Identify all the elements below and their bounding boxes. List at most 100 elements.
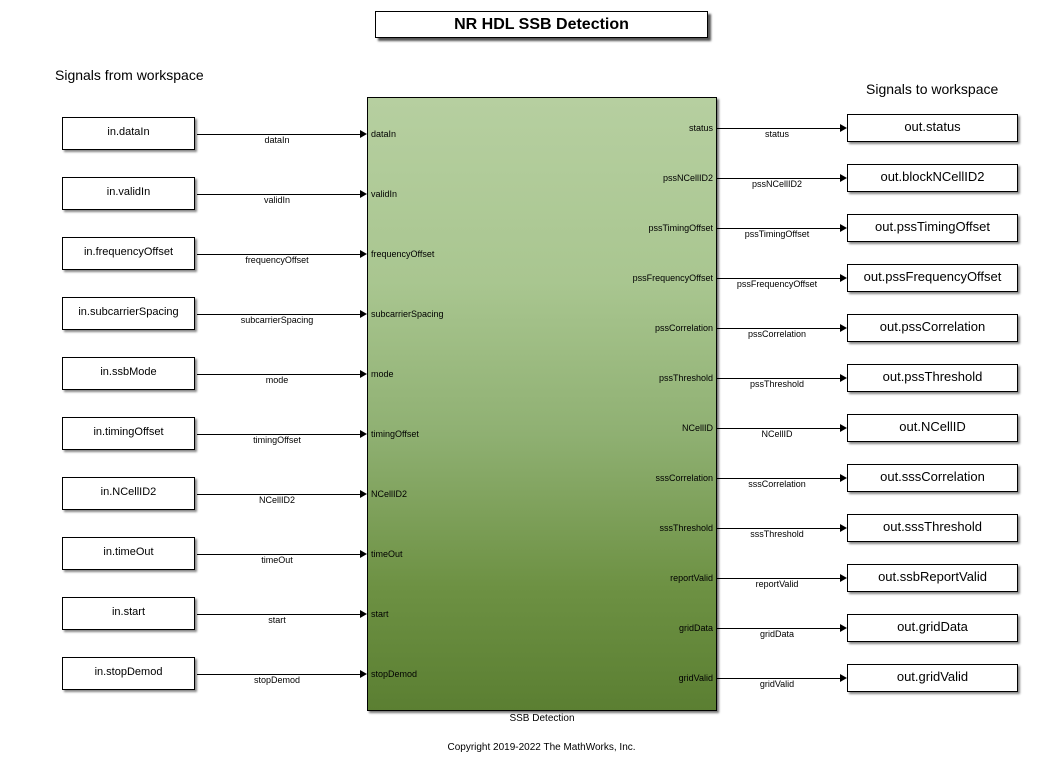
signal-label: pssTimingOffset — [744, 229, 810, 239]
output-port-label: sssCorrelation — [655, 473, 713, 483]
to-workspace-block[interactable]: out.sssCorrelation — [847, 464, 1018, 492]
arrowhead-icon — [840, 124, 847, 132]
from-workspace-block[interactable]: in.subcarrierSpacing — [62, 297, 195, 330]
arrowhead-icon — [840, 374, 847, 382]
output-port-label: sssThreshold — [659, 523, 713, 533]
to-workspace-block[interactable]: out.pssTimingOffset — [847, 214, 1018, 242]
from-workspace-block[interactable]: in.validIn — [62, 177, 195, 210]
arrowhead-icon — [840, 674, 847, 682]
signal-line[interactable] — [197, 434, 361, 435]
signal-line[interactable] — [717, 328, 841, 329]
output-port-label: pssTimingOffset — [648, 223, 713, 233]
signal-label: timingOffset — [253, 435, 301, 445]
from-workspace-block[interactable]: in.dataIn — [62, 117, 195, 150]
to-workspace-block[interactable]: out.sssThreshold — [847, 514, 1018, 542]
arrowhead-icon — [840, 324, 847, 332]
signal-line[interactable] — [717, 228, 841, 229]
signal-line[interactable] — [197, 674, 361, 675]
arrowhead-icon — [360, 490, 367, 498]
arrowhead-icon — [360, 430, 367, 438]
signal-line[interactable] — [717, 578, 841, 579]
signal-label: NCellID2 — [258, 495, 296, 505]
arrowhead-icon — [360, 250, 367, 258]
signal-label: sssCorrelation — [748, 479, 806, 489]
signal-line[interactable] — [717, 278, 841, 279]
input-port-label: timeOut — [371, 549, 403, 559]
signal-line[interactable] — [717, 678, 841, 679]
to-workspace-block[interactable]: out.blockNCellID2 — [847, 164, 1018, 192]
signal-label: validIn — [263, 195, 291, 205]
arrowhead-icon — [360, 130, 367, 138]
to-workspace-block[interactable]: out.ssbReportValid — [847, 564, 1018, 592]
signal-label: reportValid — [755, 579, 799, 589]
signal-line[interactable] — [717, 528, 841, 529]
input-port-label: validIn — [371, 189, 398, 199]
signal-label: pssFrequencyOffset — [736, 279, 818, 289]
input-port-label: subcarrierSpacing — [371, 309, 444, 319]
signal-label: pssCorrelation — [747, 329, 807, 339]
from-workspace-block[interactable]: in.start — [62, 597, 195, 630]
output-port-label: pssThreshold — [658, 373, 713, 383]
signal-label: start — [268, 615, 286, 625]
signal-line[interactable] — [717, 628, 841, 629]
from-workspace-block[interactable]: in.ssbMode — [62, 357, 195, 390]
signal-line[interactable] — [197, 134, 361, 135]
to-workspace-block[interactable]: out.gridData — [847, 614, 1018, 642]
signal-label: frequencyOffset — [245, 255, 309, 265]
arrowhead-icon — [840, 224, 847, 232]
signal-label: pssThreshold — [749, 379, 805, 389]
signal-line[interactable] — [197, 194, 361, 195]
arrowhead-icon — [360, 370, 367, 378]
signal-label: dataIn — [264, 135, 290, 145]
signal-line[interactable] — [197, 374, 361, 375]
from-workspace-block[interactable]: in.stopDemod — [62, 657, 195, 690]
to-workspace-block[interactable]: out.pssFrequencyOffset — [847, 264, 1018, 292]
to-workspace-block[interactable]: out.pssThreshold — [847, 364, 1018, 392]
signal-line[interactable] — [717, 178, 841, 179]
input-port-label: start — [371, 609, 389, 619]
signal-label: gridData — [759, 629, 795, 639]
arrowhead-icon — [360, 310, 367, 318]
signal-line[interactable] — [197, 254, 361, 255]
to-workspace-block[interactable]: out.pssCorrelation — [847, 314, 1018, 342]
to-workspace-block[interactable]: out.NCellID — [847, 414, 1018, 442]
arrowhead-icon — [360, 670, 367, 678]
arrowhead-icon — [840, 624, 847, 632]
copyright-text: Copyright 2019-2022 The MathWorks, Inc. — [447, 742, 636, 753]
arrowhead-icon — [840, 274, 847, 282]
from-workspace-block[interactable]: in.frequencyOffset — [62, 237, 195, 270]
input-port-label: frequencyOffset — [371, 249, 435, 259]
arrowhead-icon — [840, 174, 847, 182]
signals-to-workspace-label: Signals to workspace — [866, 81, 999, 97]
from-workspace-block[interactable]: in.timingOffset — [62, 417, 195, 450]
signal-line[interactable] — [717, 128, 841, 129]
signal-label: NCellID — [761, 429, 793, 439]
signal-line[interactable] — [717, 428, 841, 429]
input-port-label: timingOffset — [371, 429, 419, 439]
signal-line[interactable] — [717, 478, 841, 479]
from-workspace-block[interactable]: in.NCellID2 — [62, 477, 195, 510]
signal-line[interactable] — [197, 614, 361, 615]
arrowhead-icon — [360, 610, 367, 618]
signal-label: gridValid — [759, 679, 795, 689]
signal-line[interactable] — [717, 378, 841, 379]
arrowhead-icon — [360, 190, 367, 198]
output-port-label: reportValid — [670, 573, 713, 583]
signal-label: timeOut — [261, 555, 293, 565]
arrowhead-icon — [840, 424, 847, 432]
ssb-detection-block-name: SSB Detection — [509, 713, 575, 724]
to-workspace-block[interactable]: out.status — [847, 114, 1018, 142]
arrowhead-icon — [840, 474, 847, 482]
signal-line[interactable] — [197, 494, 361, 495]
to-workspace-block[interactable]: out.gridValid — [847, 664, 1018, 692]
signal-label: pssNCellID2 — [751, 179, 803, 189]
input-port-label: mode — [371, 369, 394, 379]
output-port-label: pssNCellID2 — [662, 173, 713, 183]
input-port-label: NCellID2 — [371, 489, 408, 499]
signal-line[interactable] — [197, 314, 361, 315]
signal-line[interactable] — [197, 554, 361, 555]
signal-label: mode — [265, 375, 289, 385]
from-workspace-block[interactable]: in.timeOut — [62, 537, 195, 570]
output-port-label: NCellID — [681, 423, 713, 433]
